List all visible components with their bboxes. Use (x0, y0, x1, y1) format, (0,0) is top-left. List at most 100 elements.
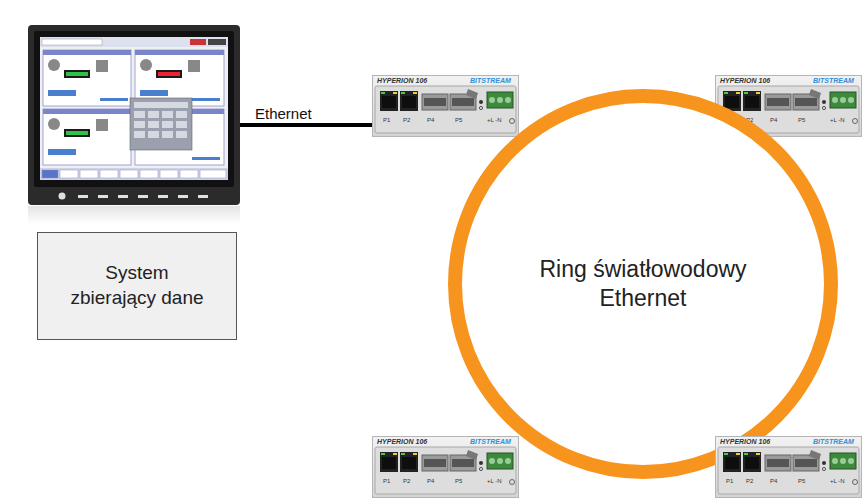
drawing-use (373, 437, 519, 498)
port-label: P1 (726, 478, 733, 484)
port-label: +L -N (487, 117, 502, 123)
switch-illustration (715, 436, 862, 498)
drawing-rect (40, 37, 228, 180)
port-label: P2 (403, 117, 410, 123)
drawing-circle (140, 59, 152, 71)
ethernet-switch: HYPERION 106BITSTREAMP1P2P4P5+L -N (715, 436, 862, 498)
drawing-rect (148, 131, 159, 138)
brand-name: BITSTREAM (813, 77, 854, 84)
drawing-g (43, 50, 224, 165)
drawing-rect (135, 50, 224, 55)
drawing-rect (140, 90, 168, 96)
switch-illustration (372, 436, 519, 498)
drawing-rect (40, 168, 228, 180)
drawing-rect (134, 131, 145, 138)
port-label: P4 (770, 478, 777, 484)
drawing-rect (135, 109, 224, 165)
drawing-rect (80, 170, 98, 178)
ethernet-switch: HYPERION 106BITSTREAMP1P2P4P5+L -N (372, 75, 519, 137)
drawing-g (134, 102, 188, 138)
drawing-rect (134, 102, 188, 108)
port-label: P4 (427, 478, 434, 484)
connection-label: Ethernet (255, 106, 312, 121)
drawing-use (373, 76, 519, 137)
box-label: System zbierający dane (62, 261, 212, 310)
port-label: +L -N (487, 478, 502, 484)
drawing-rect (180, 170, 198, 178)
port-label: P4 (427, 117, 434, 123)
port-label: P5 (455, 478, 462, 484)
drawing-rect (135, 50, 224, 106)
drawing-use (716, 437, 862, 498)
drawing-rect (178, 195, 188, 198)
drawing-rect (96, 60, 108, 72)
device-model: HYPERION 106 (377, 438, 427, 445)
brand-name: BITSTREAM (813, 438, 854, 445)
drawing-rect (42, 39, 102, 45)
drawing-rect (158, 72, 180, 76)
drawing-g (48, 90, 220, 160)
drawing-rect (42, 170, 58, 178)
ethernet-cable (240, 123, 372, 127)
drawing-rect (162, 121, 173, 128)
drawing-rect (162, 111, 173, 118)
process-box: System zbierający dane (37, 232, 237, 340)
drawing-rect (176, 121, 187, 128)
drawing-rect (156, 70, 182, 78)
drawing-rect (148, 121, 159, 128)
port-label: P2 (403, 478, 410, 484)
drawing-rect (43, 109, 131, 165)
port-label: +L -N (830, 117, 845, 123)
drawing-rect (208, 39, 226, 45)
brand-name: BITSTREAM (470, 438, 511, 445)
drawing-rect (162, 131, 173, 138)
drawing-rect (134, 111, 145, 118)
drawing-rect (64, 70, 90, 78)
drawing-rect (43, 50, 131, 55)
port-label: P5 (798, 117, 805, 123)
drawing-circle (48, 59, 60, 71)
drawing-rect (118, 195, 128, 198)
port-label: P4 (770, 117, 777, 123)
port-label: P1 (383, 478, 390, 484)
drawing-rect (130, 98, 192, 150)
drawing-circle (48, 118, 60, 130)
drawing-rect (100, 170, 118, 178)
ring-label: Ring światłowodowy Ethernet (523, 255, 763, 313)
drawing-rect (48, 90, 76, 96)
port-label: P5 (798, 478, 805, 484)
port-label: P1 (383, 117, 390, 123)
fiber-ring (447, 88, 839, 480)
drawing-rect (100, 98, 128, 101)
drawing-rect (134, 121, 145, 128)
drawing-rect (43, 50, 131, 106)
port-label: P5 (455, 117, 462, 123)
drawing-g (78, 195, 208, 198)
brand-name: BITSTREAM (470, 77, 511, 84)
drawing-g (66, 72, 88, 135)
drawing-rect (176, 131, 187, 138)
ethernet-switch: HYPERION 106 BITSTREAM P1 P2 P4 P5 +L -N (372, 436, 519, 498)
drawing-rect (28, 206, 240, 224)
drawing-rect (66, 72, 88, 76)
drawing-rect (160, 170, 178, 178)
device-model: HYPERION 106 (720, 438, 770, 445)
drawing-rect (28, 25, 240, 205)
drawing-rect (34, 31, 234, 187)
drawing-circle (59, 193, 66, 200)
switch-illustration (372, 75, 519, 137)
port-label: +L -N (830, 478, 845, 484)
drawing-circle (455, 96, 831, 472)
ring-circle: Ring światłowodowy Ethernet (447, 88, 839, 480)
drawing-rect (66, 131, 88, 135)
drawing-rect (200, 170, 226, 178)
drawing-rect (190, 39, 206, 45)
drawing-rect (148, 111, 159, 118)
drawing-rect (64, 129, 90, 137)
device-model: HYPERION 106 (720, 77, 770, 84)
drawing-rect (98, 195, 108, 198)
drawing-rect (188, 60, 200, 72)
drawing-rect (140, 170, 158, 178)
drawing-rect (48, 149, 76, 155)
drawing-rect (158, 195, 168, 198)
